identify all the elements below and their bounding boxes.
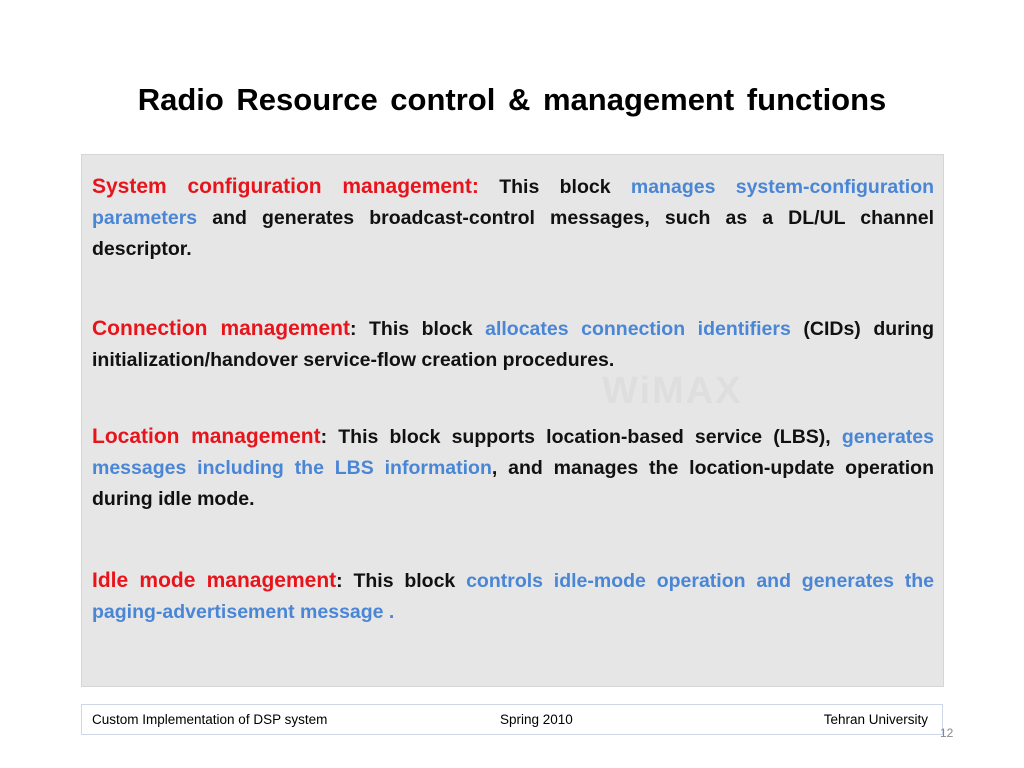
content-box: WiMAX System configuration management: T… (81, 154, 944, 687)
paragraph-separator: : (336, 570, 354, 592)
paragraph-text: This block (499, 176, 631, 198)
paragraph-text: (CIDs) during initialization/handover se… (92, 318, 934, 371)
paragraph-highlight: controls idle-mode operation and generat… (92, 570, 934, 623)
paragraph-text: This block supports location-based servi… (338, 426, 842, 448)
paragraph-location-management: Location management: This block supports… (92, 421, 934, 515)
paragraph-highlight: allocates connection identifiers (485, 318, 791, 340)
paragraph-text: This block (369, 318, 486, 340)
paragraph-connection-management: Connection management: This block alloca… (92, 313, 934, 376)
paragraph-heading: Location management (92, 425, 321, 448)
slide-title: Radio Resource control & management func… (137, 82, 887, 117)
paragraph-separator: : (349, 318, 370, 340)
paragraph-separator (479, 176, 499, 198)
footer-course: Custom Implementation of DSP system (92, 712, 328, 727)
footer: Custom Implementation of DSP system Spri… (81, 704, 943, 735)
paragraph-separator: : (320, 426, 339, 448)
footer-term: Spring 2010 (500, 712, 573, 727)
paragraph-heading: Connection management (92, 317, 350, 340)
paragraph-highlight: generates messages including the LBS inf… (92, 426, 934, 479)
paragraph-idle-mode-management: Idle mode management: This block control… (92, 565, 934, 628)
paragraph-heading: Idle mode management (92, 569, 337, 592)
paragraph-highlight: manages system-configuration parameters (92, 176, 935, 229)
paragraph-text: This block (353, 570, 467, 592)
paragraph-heading: System configuration management: (92, 175, 479, 198)
paragraph-text: and generates broadcast-control messages… (92, 207, 934, 260)
page-number: 12 (940, 726, 954, 740)
footer-university: Tehran University (823, 712, 928, 727)
wimax-watermark: WiMAX (602, 370, 743, 412)
paragraph-text: , and manages the location-update operat… (92, 457, 935, 510)
paragraph-system-configuration: System configuration management: This bl… (92, 171, 934, 265)
